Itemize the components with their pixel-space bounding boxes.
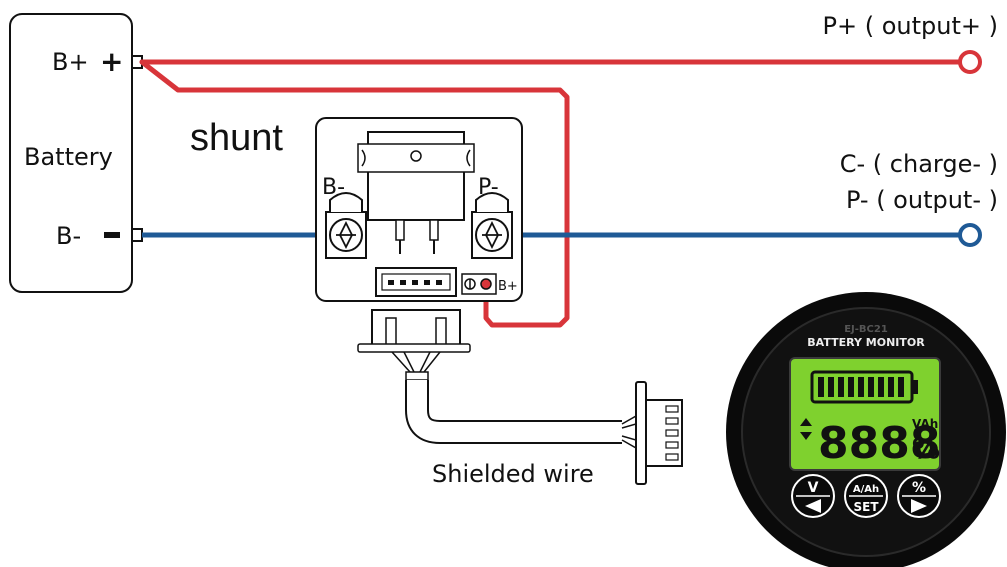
monitor-button-percent[interactable]: %	[897, 474, 941, 518]
battery-monitor: EJ-BC21 BATTERY MONITOR 8888 V	[726, 292, 1006, 567]
battery-pos-sign: +	[100, 45, 123, 78]
negative-output-terminal	[958, 223, 982, 247]
battery-neg-sign	[104, 232, 120, 238]
shunt-label: shunt	[190, 117, 283, 159]
button-v-top-label: V	[808, 480, 819, 496]
battery-body	[9, 13, 133, 293]
shunt-sense-terminal-label: B+	[498, 279, 518, 294]
monitor-button-v[interactable]: V	[791, 474, 835, 518]
shielded-wire-label: Shielded wire	[432, 460, 594, 488]
positive-output-label: P+ ( output+ )	[823, 12, 998, 40]
right-arrow-icon	[911, 499, 927, 513]
down-arrow-icon	[800, 432, 812, 440]
battery-neg-terminal-label: B-	[56, 222, 81, 250]
screw-head-icon	[338, 220, 354, 250]
battery-label: Battery	[24, 143, 113, 171]
charge-negative-label: C- ( charge- )	[840, 150, 998, 178]
battery-neg-post	[131, 228, 143, 242]
positive-output-terminal	[958, 50, 982, 74]
button-set-bottom-label: SET	[853, 500, 879, 514]
battery: Battery B+ + B-	[9, 13, 143, 293]
battery-pos-terminal-label: B+	[52, 48, 89, 76]
sense-screw-icon	[480, 278, 492, 290]
lcd-digits: 8888	[818, 418, 940, 469]
cable-plug	[357, 309, 471, 381]
screw-head-icon	[484, 220, 500, 250]
left-arrow-icon	[805, 499, 821, 513]
up-arrow-icon	[800, 418, 812, 426]
monitor-title: BATTERY MONITOR	[807, 336, 925, 349]
battery-level-icon	[810, 370, 918, 404]
monitor-button-set[interactable]: A/Ah SET	[844, 474, 888, 518]
button-set-top-label: A/Ah	[853, 484, 879, 495]
monitor-model: EJ-BC21	[844, 324, 888, 335]
positive-wires	[139, 59, 965, 328]
resistor-mount-hole	[410, 150, 422, 162]
shunt: B- P- B+	[315, 117, 523, 302]
cable-far-plug	[621, 381, 683, 485]
output-negative-label: P- ( output- )	[846, 186, 998, 214]
lcd-unit-percent: %	[912, 432, 940, 465]
positive-sense-wire	[139, 59, 570, 328]
lcd-unit-vah: VAh	[912, 417, 938, 431]
button-percent-top-label: %	[912, 480, 926, 496]
